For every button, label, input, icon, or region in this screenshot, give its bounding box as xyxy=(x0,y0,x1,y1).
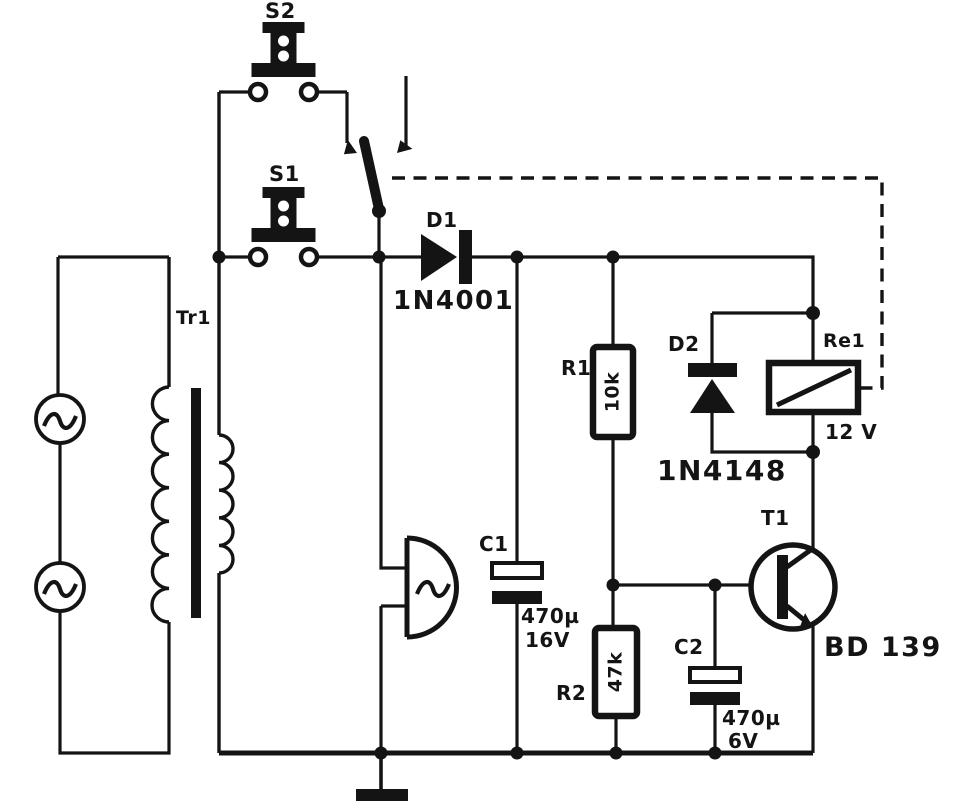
mechanical-linkage-dashed xyxy=(392,176,884,390)
ground-rail xyxy=(219,750,813,801)
diode-d1 xyxy=(421,230,815,363)
label-c1: C1 xyxy=(479,532,509,556)
relay-coil-re1 xyxy=(765,359,862,549)
label-r2-value: 47k xyxy=(604,651,627,693)
capacitor-c1 xyxy=(490,257,544,753)
t1-collector xyxy=(785,546,814,570)
label-c2: C2 xyxy=(674,635,704,659)
label-r1: R1 xyxy=(561,356,592,380)
c2-positive-plate xyxy=(688,666,742,684)
c1-positive-plate xyxy=(490,561,544,580)
label-d2: D2 xyxy=(668,332,700,356)
label-re1: Re1 xyxy=(823,330,866,352)
contact-arrow-icon xyxy=(339,139,361,160)
label-r1-value: 10k xyxy=(601,371,624,413)
pushbutton-s2 xyxy=(219,22,347,100)
ground-symbol-icon xyxy=(356,789,408,801)
ac-wave-icon xyxy=(44,582,76,596)
diode-d2 xyxy=(688,311,813,454)
label-tr1: Tr1 xyxy=(176,307,211,329)
relay-contact-switch xyxy=(339,76,413,257)
label-c1-value: 470µ xyxy=(521,604,580,628)
buzzer xyxy=(379,257,459,753)
resistor-r2 xyxy=(591,624,641,753)
label-d1-part: 1N4001 xyxy=(393,286,515,316)
label-d1: D1 xyxy=(426,208,458,232)
secondary-winding xyxy=(218,433,235,575)
t1-base-bar xyxy=(777,555,788,619)
contact-lever xyxy=(359,136,384,214)
junction-dots xyxy=(212,204,820,760)
label-c1-rating: 16V xyxy=(525,628,570,652)
label-r2: R2 xyxy=(556,681,587,705)
c1-negative-plate xyxy=(492,591,542,604)
ac-wave-icon xyxy=(44,414,76,428)
ac-mains-source xyxy=(34,255,171,755)
label-s2: S2 xyxy=(265,0,296,23)
primary-winding xyxy=(150,385,170,624)
buzzer-body xyxy=(406,535,459,640)
contact-arrow-icon xyxy=(392,137,413,158)
transistor-t1 xyxy=(748,542,838,753)
pushbutton-s1 xyxy=(219,187,421,265)
label-t1-part: BD 139 xyxy=(824,632,942,663)
label-s1: S1 xyxy=(269,162,300,186)
label-c2-value: 470µ xyxy=(722,706,781,730)
label-re1-rating: 12 V xyxy=(825,420,878,444)
c2-negative-plate xyxy=(690,692,740,705)
label-t1: T1 xyxy=(761,506,790,530)
transformer-core xyxy=(191,388,201,618)
label-d2-part: 1N4148 xyxy=(657,454,787,487)
label-c2-rating: 6V xyxy=(728,729,759,753)
ac-wave-icon xyxy=(417,582,449,596)
relay-diagonal xyxy=(775,367,853,408)
capacitor-c2 xyxy=(688,585,742,753)
resistor-r1 xyxy=(589,257,637,628)
transformer-tr1 xyxy=(150,92,235,753)
